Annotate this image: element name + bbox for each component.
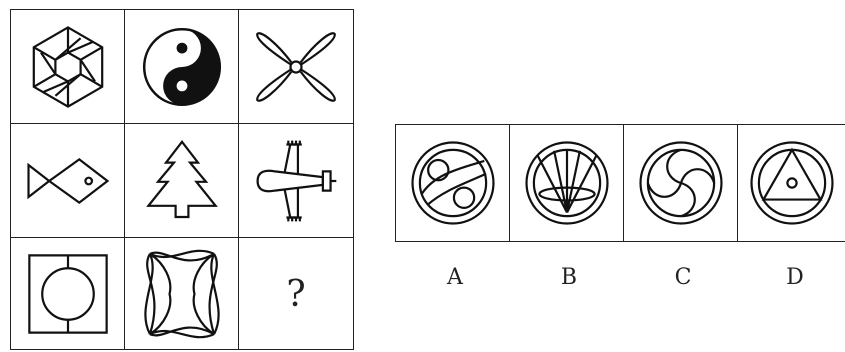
answer-options xyxy=(395,124,845,242)
grid-cell-5 xyxy=(125,124,239,238)
grid-cell-6 xyxy=(239,124,353,238)
petal-frame-icon xyxy=(137,245,227,343)
airplane-icon xyxy=(246,133,346,229)
grid-cell-4 xyxy=(11,124,125,238)
grid-cell-9: ? xyxy=(239,238,353,350)
pinwheel-hexagon-icon xyxy=(23,22,113,112)
circle-fan-ellipse-icon xyxy=(521,137,613,229)
option-a-figure[interactable] xyxy=(396,125,510,241)
circle-triangle-icon xyxy=(746,137,838,229)
propeller-icon xyxy=(250,21,342,113)
question-mark: ? xyxy=(286,274,305,315)
option-label-c[interactable]: C xyxy=(663,265,703,290)
circle-two-circles-icon xyxy=(407,137,499,229)
grid-cell-7 xyxy=(11,238,125,350)
option-label-a[interactable]: A xyxy=(435,265,475,290)
option-d-figure[interactable] xyxy=(738,125,845,241)
circle-swirl-icon xyxy=(635,137,727,229)
grid-cell-3 xyxy=(239,10,353,124)
puzzle-grid: ? xyxy=(10,9,354,350)
option-c-figure[interactable] xyxy=(624,125,738,241)
grid-cell-8 xyxy=(125,238,239,350)
fish-icon xyxy=(21,146,115,216)
option-label-d[interactable]: D xyxy=(775,265,815,290)
grid-cell-1 xyxy=(11,10,125,124)
option-label-b[interactable]: B xyxy=(549,265,589,290)
pine-tree-icon xyxy=(142,135,222,227)
yin-yang-icon xyxy=(137,22,227,112)
circle-in-square-icon xyxy=(22,248,114,340)
grid-cell-2 xyxy=(125,10,239,124)
option-b-figure[interactable] xyxy=(510,125,624,241)
